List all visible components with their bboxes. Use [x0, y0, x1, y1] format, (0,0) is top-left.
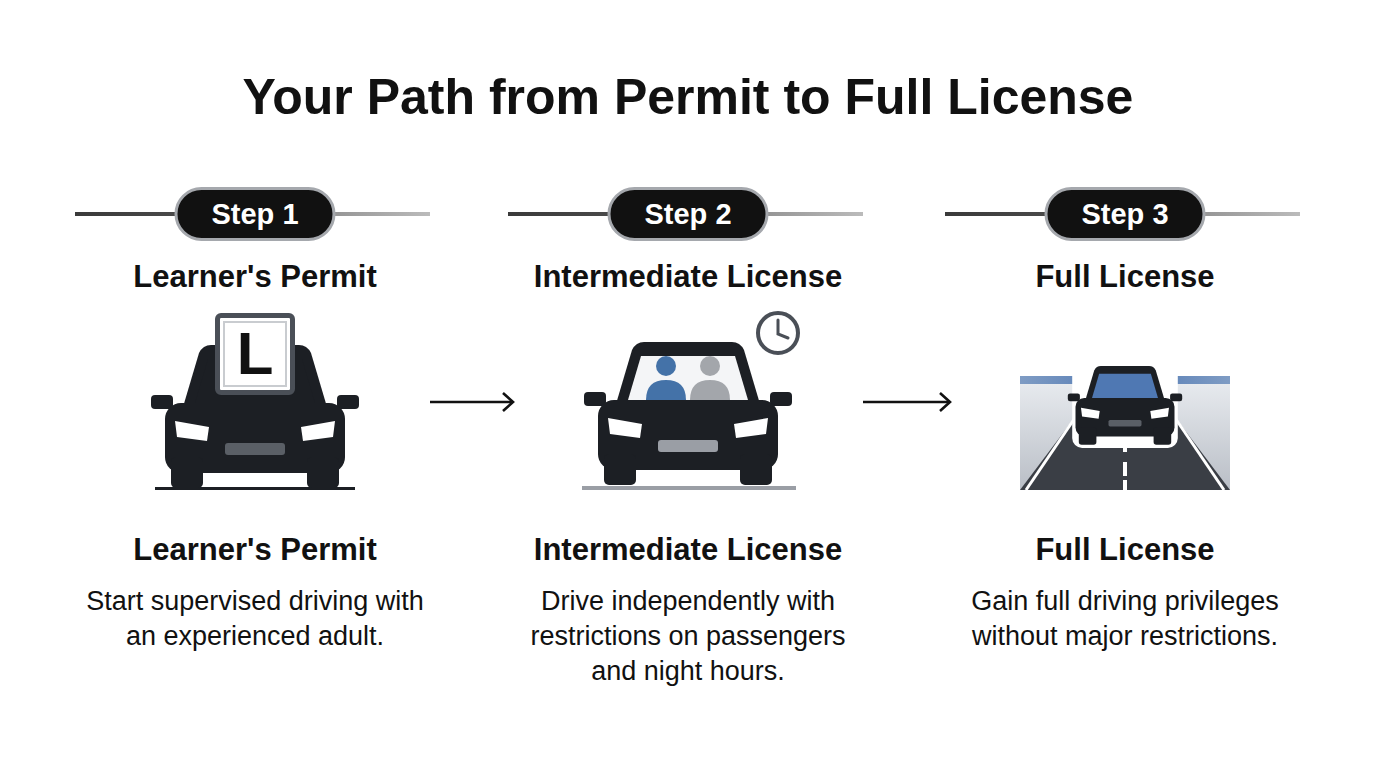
step-description: Drive independently with restrictions on…: [513, 584, 863, 689]
step-number: Step 1: [211, 197, 298, 231]
step-heading: Intermediate License: [513, 530, 863, 570]
flow-arrow: [863, 401, 950, 404]
step-heading: Full License: [950, 257, 1300, 297]
step-number: Step 3: [1081, 197, 1168, 231]
step-description: Start supervised driving with an experie…: [80, 584, 430, 654]
plate-letter: L: [237, 322, 274, 386]
diagram-title: Your Path from Permit to Full License: [0, 66, 1376, 128]
step-number: Step 2: [644, 197, 731, 231]
car-icon: [1068, 363, 1182, 448]
car-icon: [584, 342, 792, 485]
step-pill: Step 2: [607, 187, 768, 241]
flow-arrow: [430, 401, 513, 404]
step-description: Gain full driving privileges without maj…: [950, 584, 1300, 654]
step-pill: Step 3: [1044, 187, 1205, 241]
step-heading: Intermediate License: [513, 257, 863, 297]
step-column: Learner's PermitLearner's PermitStart su…: [80, 180, 430, 720]
ground-line: [582, 486, 796, 490]
step-heading: Learner's Permit: [80, 257, 430, 297]
clock-icon: [758, 313, 798, 353]
step-column: Full LicenseFull LicenseGain full drivin…: [950, 180, 1300, 720]
learner-plate: L: [215, 313, 295, 395]
step-heading: Full License: [950, 530, 1300, 570]
step-pill: Step 1: [174, 187, 335, 241]
step-column: Intermediate LicenseIntermediate License…: [513, 180, 863, 720]
step-heading: Learner's Permit: [80, 530, 430, 570]
